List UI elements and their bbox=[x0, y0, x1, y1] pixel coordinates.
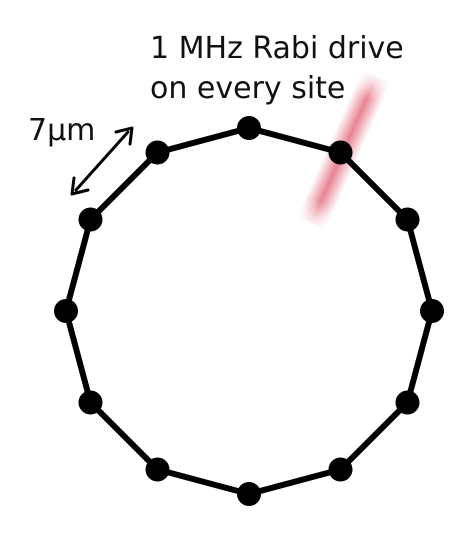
site-3 bbox=[395, 207, 420, 232]
site-1 bbox=[237, 116, 261, 140]
ring-bonds bbox=[63, 125, 435, 497]
site-9 bbox=[78, 390, 103, 415]
drive-annotation-line2: on every site bbox=[150, 71, 346, 106]
drive-annotation-line1: 1 MHz Rabi drive bbox=[150, 31, 404, 66]
ring-sites bbox=[54, 116, 444, 506]
site-6 bbox=[328, 457, 353, 482]
spacing-arrow bbox=[70, 126, 134, 196]
site-12 bbox=[145, 140, 170, 165]
site-5 bbox=[395, 390, 420, 415]
site-2 bbox=[328, 140, 353, 165]
site-8 bbox=[145, 457, 170, 482]
site-11 bbox=[78, 207, 103, 232]
site-spacing-label: 7μm bbox=[28, 113, 96, 148]
site-7 bbox=[237, 482, 261, 506]
site-4 bbox=[420, 299, 444, 323]
site-10 bbox=[54, 299, 78, 323]
